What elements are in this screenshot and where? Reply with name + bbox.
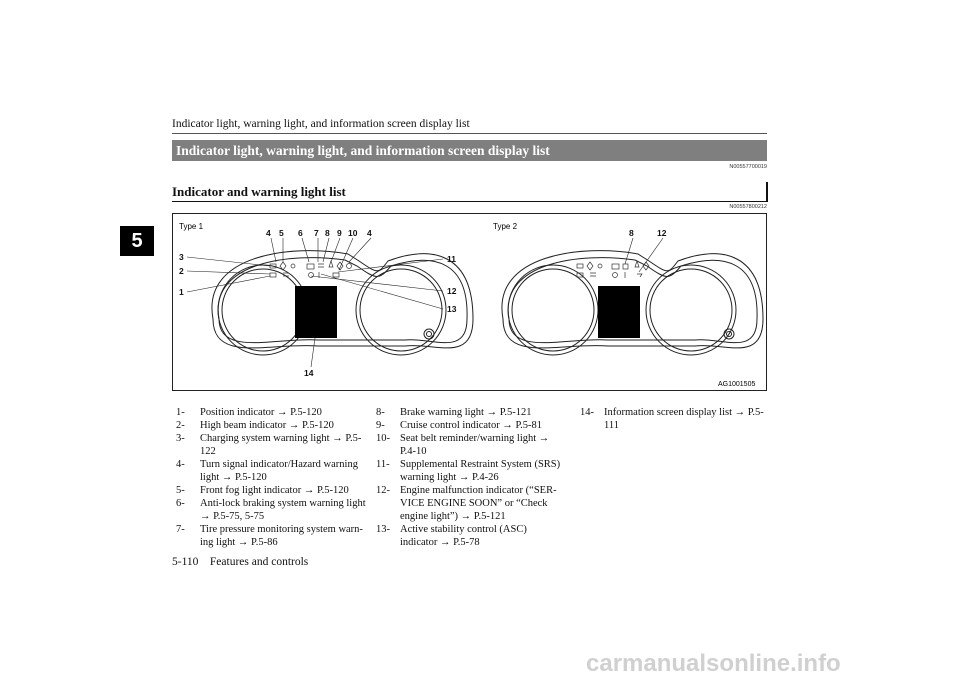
type1-label: Type 1	[179, 222, 204, 231]
indicator-list-column-3: 14-Information screen display list → P.5…	[580, 406, 770, 432]
figure-id: AG1001505	[718, 381, 755, 388]
callout-3: 3	[179, 252, 184, 262]
callout-12: 12	[447, 286, 457, 296]
callout-labels-type2: 8 12	[629, 228, 667, 238]
subsection-bar	[766, 182, 768, 202]
section-title: Indicator light, warning light, and info…	[172, 140, 767, 161]
subsection-title: Indicator and warning light list	[172, 184, 346, 199]
list-item: 7-Tire pressure monitoring system warn-i…	[176, 524, 363, 548]
callout-6: 6	[298, 228, 303, 238]
callout-type2-8: 8	[629, 228, 634, 238]
page-footer: 5-110 Features and controls	[172, 556, 309, 568]
display-screen-type1	[295, 286, 337, 338]
list-item: 9-Cruise control indicator → P.5-81	[376, 420, 543, 431]
instrument-cluster-figure: Type 1 Type 2	[172, 213, 767, 391]
list-item: 13-Active stability control (ASC) indica…	[376, 524, 527, 548]
callout-11: 11	[447, 254, 456, 264]
list-item: 4-Turn signal indicator/Hazard warning l…	[176, 459, 358, 483]
indicator-list-column-1: 1-Position indicator → P.5-120 2-High be…	[176, 406, 366, 549]
cluster-type1	[211, 250, 474, 356]
section-code: N00557700019	[729, 164, 767, 170]
callout-10: 10	[348, 228, 358, 238]
list-item: 12-Engine malfunction indicator (“SER-VI…	[376, 485, 557, 522]
callout-7: 7	[314, 228, 319, 238]
list-item: 2-High beam indicator → P.5-120	[176, 420, 334, 431]
chapter-tab: 5	[120, 226, 154, 256]
list-item: 11-Supplemental Restraint System (SRS) w…	[376, 459, 561, 483]
list-item: 10-Seat belt reminder/warning light → P.…	[376, 433, 550, 457]
indicator-list-column-2: 8-Brake warning light → P.5-121 9-Cruise…	[376, 406, 566, 549]
running-header: Indicator light, warning light, and info…	[172, 118, 470, 130]
indicator-row-type2	[576, 259, 650, 278]
list-item: 14-Information screen display list → P.5…	[580, 407, 764, 431]
callout-1: 1	[179, 287, 184, 297]
header-rule	[172, 133, 767, 134]
callout-13: 13	[447, 304, 457, 314]
callout-2: 2	[179, 266, 184, 276]
callout-lines-type2	[624, 237, 664, 273]
list-item: 5-Front fog light indicator → P.5-120	[176, 485, 349, 496]
cluster-illustration: Type 1 Type 2	[179, 222, 764, 388]
callout-5: 5	[279, 228, 284, 238]
callout-labels-type1: 4 5 6 7 8 9 10 4 3 2 1 11 12 13 14	[179, 228, 457, 378]
subsection-rule	[172, 201, 767, 202]
callout-9: 9	[337, 228, 342, 238]
callout-8: 8	[325, 228, 330, 238]
list-item: 8-Brake warning light → P.5-121	[376, 407, 532, 418]
list-item: 1-Position indicator → P.5-120	[176, 407, 322, 418]
callout-4a: 4	[266, 228, 271, 238]
callout-4b: 4	[367, 228, 372, 238]
subsection-code: N00557800212	[729, 204, 767, 210]
list-item: 3-Charging system warning light → P.5-12…	[176, 433, 362, 457]
callout-14: 14	[304, 368, 314, 378]
display-screen-type2	[598, 286, 640, 338]
list-item: 6-Anti-lock braking system warning light…	[176, 498, 366, 522]
callout-lines-type1	[186, 237, 444, 368]
callout-type2-12: 12	[657, 228, 667, 238]
watermark: carmanualsonline.info	[586, 650, 841, 677]
type2-label: Type 2	[493, 222, 518, 231]
